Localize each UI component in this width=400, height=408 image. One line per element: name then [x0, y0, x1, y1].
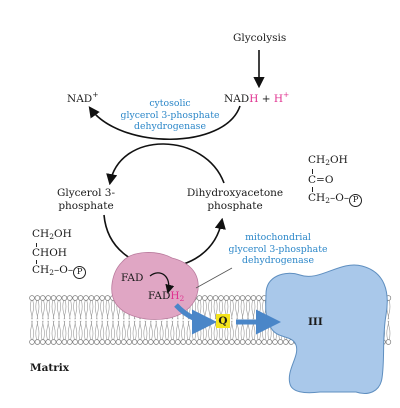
- dhap-reduction-arrow: [106, 143, 225, 186]
- glycerol3p-structure: CH2OH CHOH CH2–O–P: [32, 228, 87, 279]
- fadh2-to-q-arrow: [174, 303, 217, 335]
- cytosolic-enzyme-label: cytosolic glycerol 3-phosphate dehydroge…: [120, 98, 220, 132]
- fad-reduction-arrow: [149, 272, 175, 294]
- glycolysis-label: Glycolysis: [233, 32, 287, 44]
- nad-plus-label: NAD+: [67, 90, 99, 105]
- glycerol3p-label: Glycerol 3- phosphate: [56, 187, 116, 212]
- phosphate-icon: P: [73, 266, 87, 279]
- phosphate-icon: P: [349, 194, 363, 207]
- mito-enzyme-label: mitochondrial glycerol 3-phosphate dehyd…: [228, 232, 328, 266]
- dhap-structure: CH2OH C=O CH2–O–P: [308, 154, 363, 207]
- complex-iii-shape: [265, 264, 388, 394]
- fad-label: FAD: [121, 272, 144, 284]
- fadh2-label: FADH2: [148, 290, 185, 303]
- matrix-label: Matrix: [30, 362, 70, 374]
- complex-iii-label: III: [308, 316, 323, 328]
- ubiquinone-q-box: Q: [216, 314, 230, 328]
- membrane-enzyme-shape: [111, 252, 199, 320]
- nadh-oxidation-arrow: [88, 105, 241, 140]
- dhap-label: Dihydroxyacetone phosphate: [186, 187, 284, 212]
- enzyme-pointer-line: [195, 267, 233, 289]
- nadh-h-label: NADH + H+: [224, 90, 290, 105]
